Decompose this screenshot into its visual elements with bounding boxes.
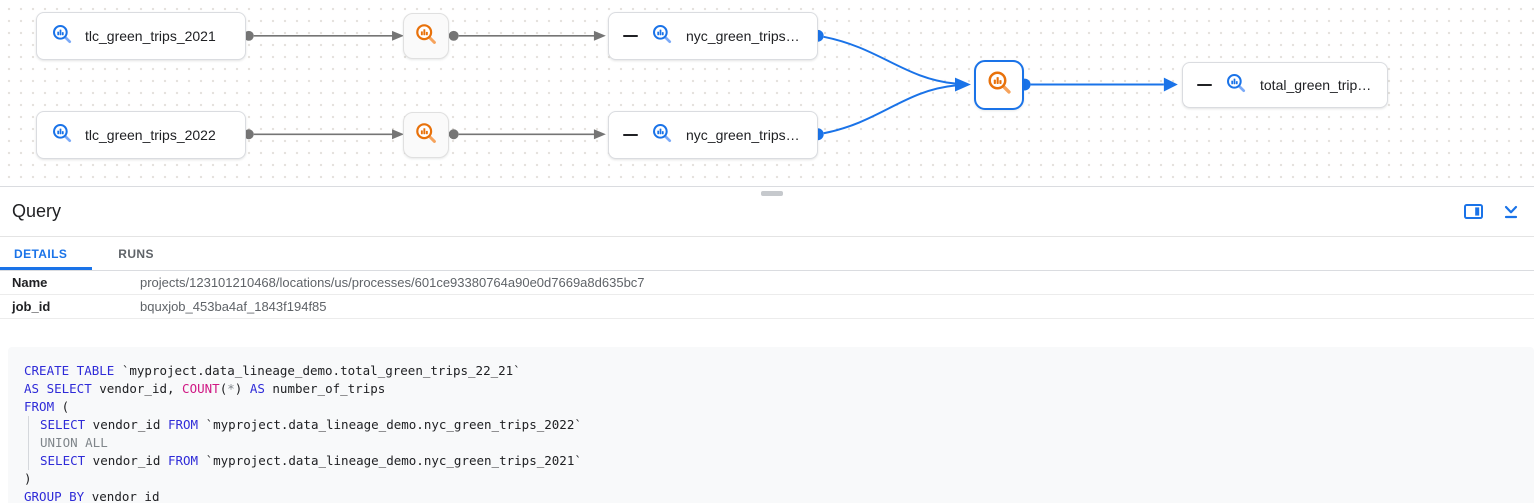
detail-value: projects/123101210468/locations/us/proce… xyxy=(140,275,645,290)
sql-code: CREATE TABLE `myproject.data_lineage_dem… xyxy=(8,347,1534,503)
collapse-panel-icon[interactable] xyxy=(1500,201,1522,223)
detail-row-job-id: job_id bquxjob_453ba4af_1843f194f85 xyxy=(0,295,1534,319)
detail-label: job_id xyxy=(12,299,51,314)
node-label: tlc_green_trips_2022 xyxy=(85,127,216,143)
lineage-node-total-green-trips[interactable]: total_green_trip… xyxy=(1182,62,1388,108)
collapse-minus-icon[interactable] xyxy=(1197,84,1212,86)
lineage-node-nyc-green-trips-2021[interactable]: nyc_green_trips… xyxy=(608,12,818,60)
lineage-node-nyc-green-trips-2022[interactable]: nyc_green_trips… xyxy=(608,111,818,159)
panel-resize-handle[interactable] xyxy=(761,191,783,196)
bigquery-table-icon xyxy=(651,23,673,50)
lineage-process-node[interactable] xyxy=(403,112,449,158)
details-panel: Query DETAILS RUNS Name projects/1231012… xyxy=(0,187,1534,503)
node-label: total_green_trip… xyxy=(1260,77,1372,93)
node-label: nyc_green_trips… xyxy=(686,127,800,143)
bigquery-table-icon xyxy=(51,122,73,149)
tab-bar: DETAILS RUNS xyxy=(0,237,1534,271)
panel-header: Query xyxy=(0,187,1534,237)
node-label: nyc_green_trips… xyxy=(686,28,800,44)
bigquery-table-icon xyxy=(1225,72,1247,99)
lineage-graph-canvas[interactable]: tlc_green_trips_2021 tlc_green_trips_202… xyxy=(0,0,1534,187)
node-label: tlc_green_trips_2021 xyxy=(85,28,216,44)
detail-row-name: Name projects/123101210468/locations/us/… xyxy=(0,271,1534,295)
lineage-process-node-selected[interactable] xyxy=(974,60,1024,110)
lineage-node-tlc-green-trips-2022[interactable]: tlc_green_trips_2022 xyxy=(36,111,246,159)
lineage-process-node[interactable] xyxy=(403,13,449,59)
bigquery-process-icon xyxy=(986,69,1013,101)
tab-runs[interactable]: RUNS xyxy=(118,246,154,261)
bigquery-process-icon xyxy=(414,121,438,150)
bigquery-process-icon xyxy=(414,22,438,51)
lineage-node-tlc-green-trips-2021[interactable]: tlc_green_trips_2021 xyxy=(36,12,246,60)
collapse-minus-icon[interactable] xyxy=(623,35,638,37)
detail-value: bquxjob_453ba4af_1843f194f85 xyxy=(140,299,327,314)
tab-details[interactable]: DETAILS xyxy=(0,237,93,270)
bigquery-table-icon xyxy=(651,122,673,149)
collapse-minus-icon[interactable] xyxy=(623,134,638,136)
bigquery-table-icon xyxy=(51,23,73,50)
detail-label: Name xyxy=(12,275,48,290)
split-view-icon[interactable] xyxy=(1462,201,1484,223)
panel-title: Query xyxy=(12,201,62,221)
